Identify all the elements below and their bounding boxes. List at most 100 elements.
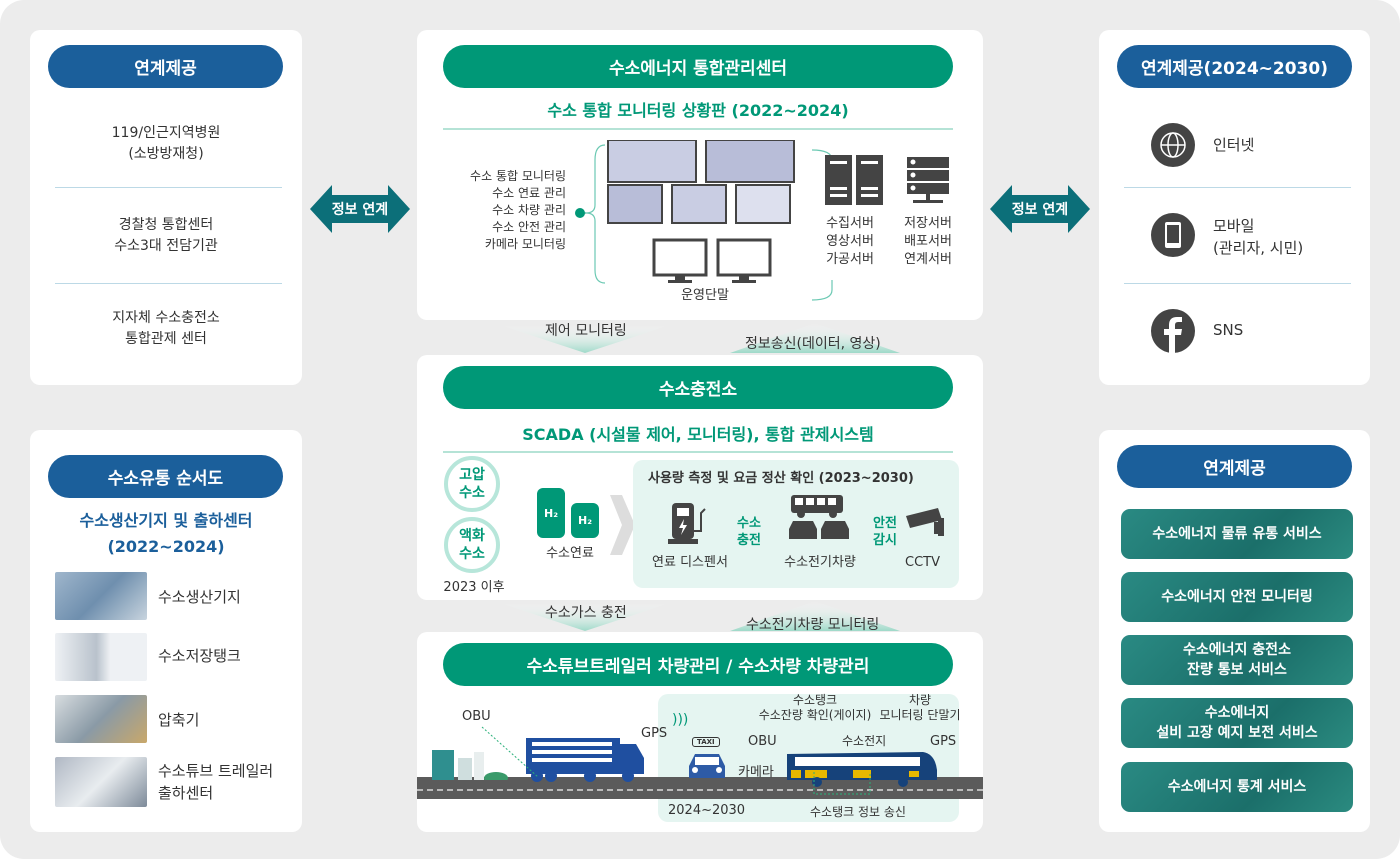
link-label-right: 정보 연계 xyxy=(1011,202,1069,218)
function-item: 수소 연료 관리 xyxy=(492,186,566,200)
gps-signal-icon: ))) xyxy=(672,712,689,728)
monitor-wall-icon xyxy=(575,140,833,301)
flow-up-label: 정보송신(데이터, 영상) xyxy=(745,336,881,352)
facebook-icon xyxy=(1151,309,1195,354)
tube-trailer-truck-icon xyxy=(526,738,644,782)
left-bottom-title: 수소유통 순서도 xyxy=(48,455,283,498)
camera-label: 카메라 xyxy=(738,765,774,780)
service-predictive-maintenance[interactable]: 수소에너지 설비 고장 예지 보전 서비스 xyxy=(1121,698,1353,748)
divider xyxy=(1124,187,1351,188)
service-safety-monitoring[interactable]: 수소에너지 안전 모니터링 xyxy=(1121,572,1353,622)
center-mid-subtitle: SCADA (시설물 제어, 모니터링), 통합 관제시스템 xyxy=(522,425,874,444)
mobile-label: 모바일 (관리자, 시민) xyxy=(1213,217,1304,257)
internet-label: 인터넷 xyxy=(1213,136,1255,154)
obu-label-bus: OBU xyxy=(748,734,777,749)
center-top-title: 수소에너지 통합관리센터 xyxy=(443,45,953,88)
vehicle-label: 수소전기차량 xyxy=(784,555,856,570)
function-list: 수소 통합 모니터링 수소 연료 관리 수소 차량 관리 수소 안전 관리 카메… xyxy=(430,168,566,253)
obu-label-truck: OBU xyxy=(462,709,491,724)
storage-tank-photo xyxy=(55,633,147,681)
flow-arrows-2 xyxy=(500,601,900,631)
after-2023-label: 2023 이후 xyxy=(443,580,505,595)
sns-label: SNS xyxy=(1213,321,1244,339)
production-base-photo xyxy=(55,572,147,620)
chevron-right-icon xyxy=(610,495,635,555)
up-arrow-icon xyxy=(730,323,900,353)
safety-monitoring-label: 안전 감시 xyxy=(873,516,897,548)
h2-tank-icon: H₂ xyxy=(571,503,599,538)
taxi-icon xyxy=(689,754,725,778)
right-top-panel xyxy=(1099,30,1370,385)
divider xyxy=(443,451,953,453)
function-item: 카메라 모니터링 xyxy=(484,237,566,251)
hydrogen-bus-icon xyxy=(787,752,937,787)
tube-trailer-photo xyxy=(55,757,147,807)
gps-label-bus: GPS xyxy=(930,734,957,749)
road-marking xyxy=(417,789,983,791)
taxi-sign: TAXI xyxy=(692,737,720,747)
flow-down-label-2: 수소가스 충전 xyxy=(545,605,627,621)
period-label: 2024~2030 xyxy=(668,803,746,818)
function-item: 수소 안전 관리 xyxy=(492,220,566,234)
high-pressure-hydrogen: 고압 수소 xyxy=(444,456,500,512)
divider xyxy=(1124,283,1351,284)
double-arrow-left-icon xyxy=(310,185,410,233)
flow-item: 수소튜브 트레일러 출하센터 xyxy=(158,762,274,802)
divider xyxy=(55,283,282,284)
right-top-title: 연계제공(2024~2030) xyxy=(1117,45,1352,88)
fuel-cell-label: 수소전지 xyxy=(842,734,887,748)
vehicles-icon xyxy=(789,495,849,539)
liquid-hydrogen: 액화 수소 xyxy=(444,517,500,573)
flow-down-label: 제어 모니터링 xyxy=(545,323,627,339)
right-bottom-title: 연계제공 xyxy=(1117,445,1352,488)
usage-box-title: 사용량 측정 및 요금 정산 확인 (2023~2030) xyxy=(648,471,914,486)
link-label-left: 정보 연계 xyxy=(331,202,389,218)
city-buildings-icon xyxy=(432,750,508,780)
fuel-label: 수소연료 xyxy=(546,546,594,561)
service-logistics[interactable]: 수소에너지 물류 유통 서비스 xyxy=(1121,509,1353,559)
center-top-subtitle: 수소 통합 모니터링 상황판 (2022~2024) xyxy=(547,101,849,120)
dispenser-label: 연료 디스펜서 xyxy=(652,555,728,570)
tank-gauge-label: 수소탱크 수소잔량 확인(게이지) xyxy=(758,693,872,722)
server-list-b: 저장서버 배포서버 연계서버 xyxy=(904,216,952,267)
link-item: 지자체 수소충전소 통합관제 센터 xyxy=(112,310,220,347)
flow-item: 수소저장탱크 xyxy=(158,647,241,665)
flow-arrows xyxy=(500,323,900,353)
center-bottom-title: 수소튜브트레일러 차량관리 / 수소차량 차량관리 xyxy=(443,643,953,686)
fuel-dispenser-icon xyxy=(668,503,706,544)
vehicle-terminal-label: 차량 모니터링 단말기 xyxy=(879,693,961,722)
server-rack-icon xyxy=(907,157,949,203)
server-tower-icon xyxy=(825,155,883,205)
function-item: 수소 통합 모니터링 xyxy=(470,169,566,183)
tank-info-line xyxy=(813,772,871,795)
divider xyxy=(443,128,953,130)
service-station-notice[interactable]: 수소에너지 충전소 잔량 통보 서비스 xyxy=(1121,635,1353,685)
server-list-a: 수집서버 영상서버 가공서버 xyxy=(826,216,874,267)
gps-label-taxi: GPS xyxy=(641,726,668,741)
terminal-label: 운영단말 xyxy=(681,288,729,303)
left-bottom-subtitle: 수소생산기지 및 출하센터 (2022~2024) xyxy=(79,511,253,556)
link-item: 119/인근지역병원 (소방방재청) xyxy=(111,125,221,162)
mobile-icon xyxy=(1151,213,1195,257)
flow-item: 압축기 xyxy=(158,711,200,729)
tank-info-label: 수소탱크 정보 송신 xyxy=(810,805,906,819)
compressor-photo xyxy=(55,695,147,743)
h2-tank-icon: H₂ xyxy=(537,488,565,538)
center-mid-title: 수소충전소 xyxy=(443,366,953,409)
cctv-label: CCTV xyxy=(905,555,940,570)
cctv-icon xyxy=(906,508,944,536)
hydrogen-charge-label: 수소 충전 xyxy=(737,516,761,548)
link-item: 경찰청 통합센터 수소3대 전담기관 xyxy=(114,217,218,254)
flow-item: 수소생산기지 xyxy=(158,588,241,606)
left-top-title: 연계제공 xyxy=(48,45,283,88)
left-top-panel xyxy=(30,30,302,385)
globe-icon xyxy=(1151,123,1195,167)
down-arrow-icon xyxy=(500,325,670,353)
service-statistics[interactable]: 수소에너지 통계 서비스 xyxy=(1121,762,1353,812)
flow-up-label-2: 수소전기차량 모니터링 xyxy=(746,617,880,633)
double-arrow-right-icon xyxy=(990,185,1090,233)
function-item: 수소 차량 관리 xyxy=(492,203,566,217)
down-arrow-icon xyxy=(500,603,670,631)
divider xyxy=(55,187,282,188)
obu-pointer-line xyxy=(481,726,539,778)
